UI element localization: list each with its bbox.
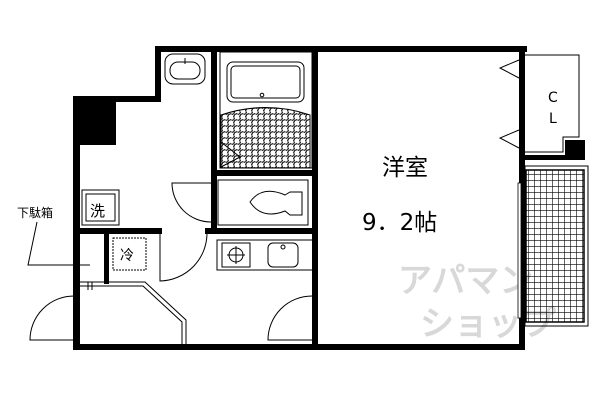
closet-label-l: L (549, 111, 557, 127)
shoe-box-label: 下駄箱 (17, 205, 53, 220)
pillar (80, 100, 116, 145)
closet-doors (498, 59, 520, 149)
washer-box (81, 189, 120, 226)
shoe-box-leader (27, 221, 90, 266)
washroom-door (159, 231, 208, 282)
entrance-step (80, 281, 187, 344)
walls (73, 46, 585, 350)
doors (29, 59, 520, 341)
bathtub-icon (219, 51, 313, 169)
entrance-door (29, 295, 75, 341)
kitchen-counter (216, 239, 314, 271)
western-room-label: 洋室 (382, 155, 428, 181)
closet (525, 54, 580, 153)
kitchen-sink-icon (267, 242, 299, 268)
toilet-door (171, 182, 212, 223)
fridge-label: 冷 (120, 248, 134, 264)
room-door (267, 295, 313, 341)
watermark-line1: アパマン (398, 261, 533, 301)
fridge-box (112, 237, 147, 271)
washbasin-icon (164, 53, 206, 85)
balcony (517, 165, 589, 327)
closet-label-c: C (548, 90, 558, 106)
toilet-icon (217, 179, 309, 226)
washer-label: 洗 (90, 202, 105, 220)
western-room-size: 9．2帖 (362, 210, 437, 236)
stove-icon (221, 242, 251, 268)
